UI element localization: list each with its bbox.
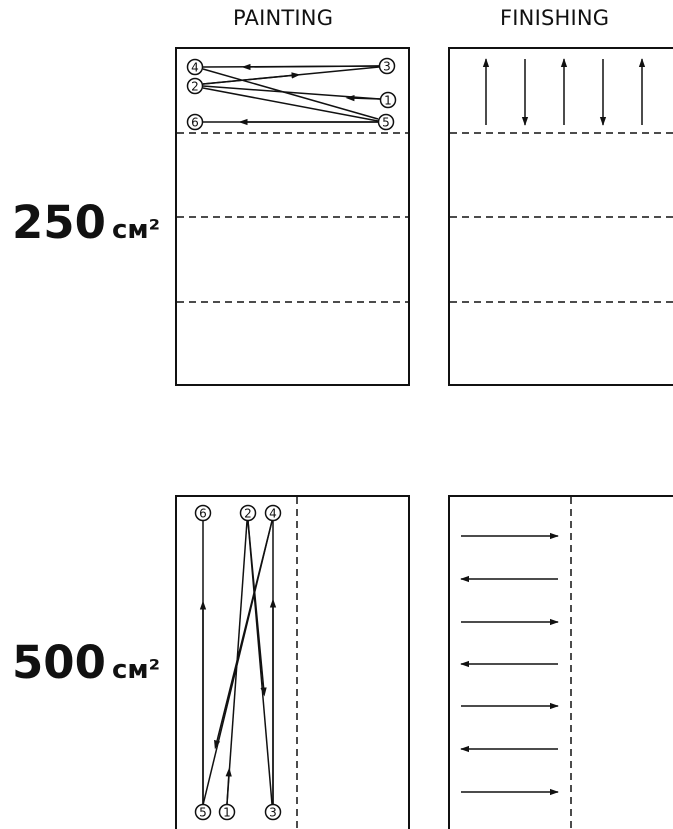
- step-number: 2: [191, 80, 199, 94]
- painting-500-panel: 1 2 3 4 5: [175, 495, 410, 829]
- finishing-500-panel: [448, 495, 673, 829]
- painting-500-step-markers: 1 2 3 4 5: [194, 504, 282, 821]
- step-marker-6: 6: [186, 113, 204, 131]
- step-marker-5: 5: [377, 113, 395, 131]
- finishing-250-strokes: [482, 58, 646, 126]
- painting-250-step-markers: 1 2 3 4 5: [186, 57, 397, 131]
- painting-250-frame: [175, 47, 410, 386]
- step-number: 3: [383, 60, 391, 74]
- finishing-500-frame: [448, 495, 673, 829]
- finishing-header: FINISHING: [500, 6, 610, 30]
- step-number: 1: [384, 94, 392, 108]
- step-marker-1: 1: [218, 803, 236, 821]
- area-unit-250: см²: [111, 215, 160, 245]
- step-marker-2: 2: [239, 504, 257, 522]
- stroke-path: [241, 63, 380, 71]
- step-marker-3: 3: [264, 803, 282, 821]
- stroke-path: [202, 87, 379, 122]
- step-marker-6: 6: [194, 504, 212, 522]
- stroke-path: [202, 68, 379, 120]
- step-number: 2: [244, 507, 252, 521]
- stroke-path: [345, 95, 381, 102]
- step-number: 6: [199, 507, 207, 521]
- step-number: 4: [191, 61, 199, 75]
- step-marker-4: 4: [264, 504, 282, 522]
- painting-500-strokes: [199, 520, 277, 806]
- step-marker-4: 4: [186, 58, 204, 76]
- stroke-path: [214, 520, 273, 750]
- step-number: 3: [269, 806, 277, 820]
- finishing-250-panel: [448, 47, 673, 386]
- area-unit-500: см²: [111, 655, 160, 685]
- step-number: 6: [191, 116, 199, 130]
- area-value-250: 250: [12, 196, 106, 249]
- painting-250-strokes: [202, 63, 381, 126]
- step-number: 1: [223, 806, 231, 820]
- stroke-path: [225, 767, 232, 805]
- stroke-path: [247, 520, 267, 697]
- step-marker-1: 1: [379, 91, 397, 109]
- area-value-500: 500: [12, 636, 106, 689]
- painting-header: PAINTING: [233, 6, 334, 30]
- step-number: 4: [269, 507, 277, 521]
- painting-500-frame: [175, 495, 410, 829]
- step-marker-5: 5: [194, 803, 212, 821]
- step-marker-3: 3: [378, 57, 396, 75]
- finishing-250-frame: [448, 47, 673, 386]
- step-number: 5: [199, 806, 207, 820]
- step-marker-2: 2: [186, 77, 204, 95]
- finishing-500-strokes: [460, 532, 559, 796]
- painting-250-panel: 1 2 3 4 5: [175, 47, 410, 386]
- stroke-path: [202, 72, 301, 85]
- step-number: 5: [382, 116, 390, 130]
